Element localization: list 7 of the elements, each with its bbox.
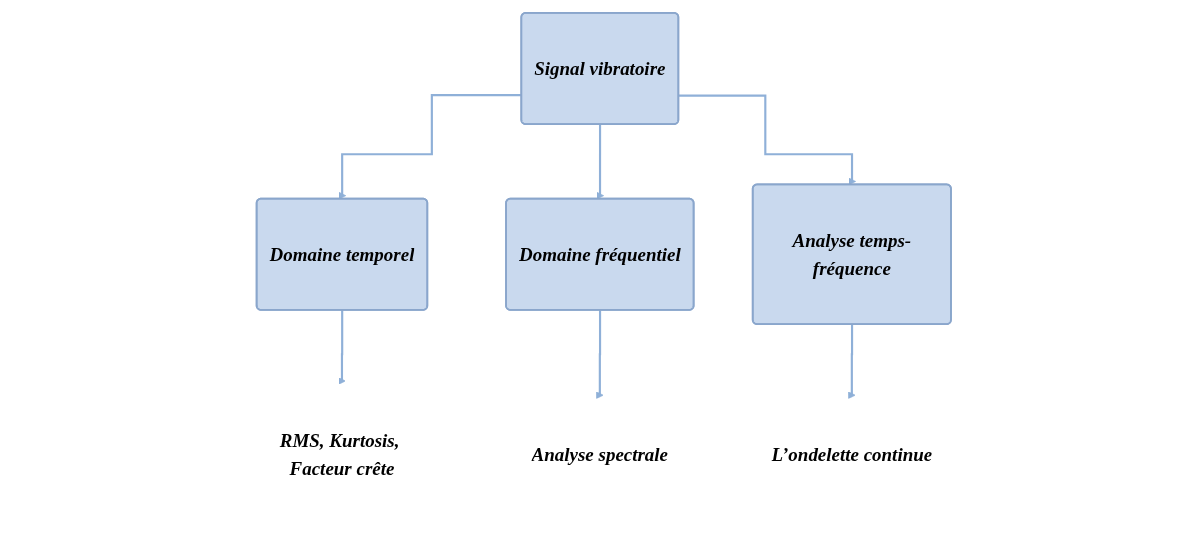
- node-text: L’ondelette continue: [771, 443, 932, 466]
- arrow: [678, 94, 856, 186]
- arrow: [595, 123, 604, 200]
- node-text: RMS, Kurtosis, Facteur crête: [279, 429, 399, 480]
- arrow: [337, 309, 346, 385]
- arrow: [595, 309, 604, 399]
- arrow: [847, 323, 856, 399]
